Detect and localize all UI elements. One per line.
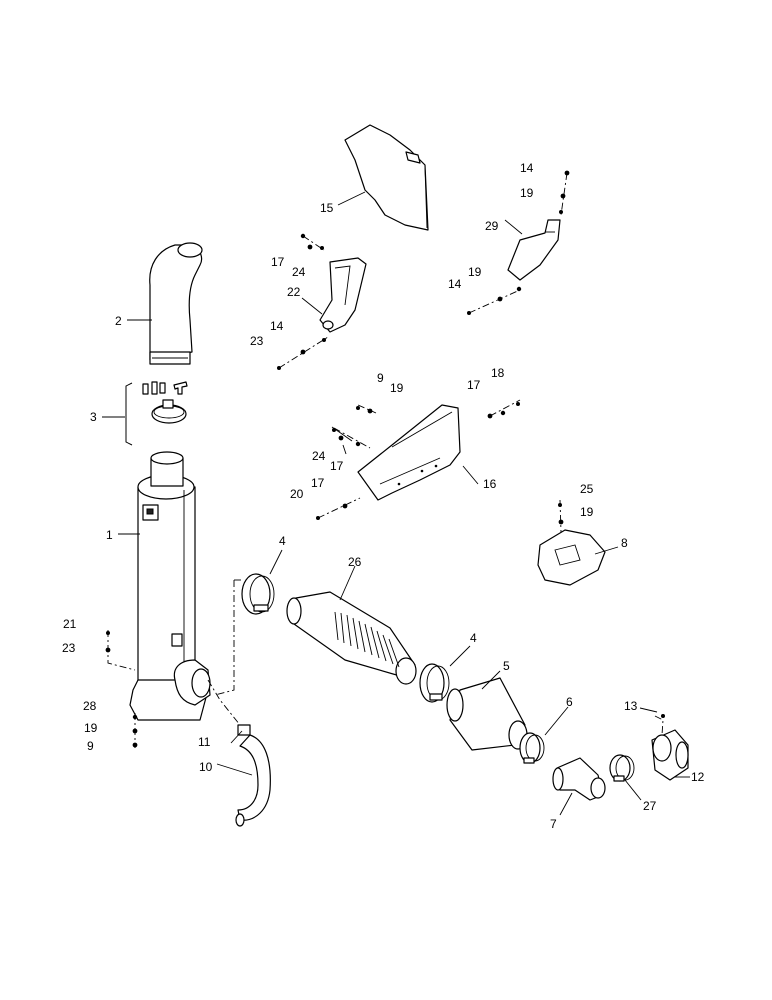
callout-9-upper: 9	[377, 371, 384, 385]
hose-fitting-11	[237, 724, 251, 736]
heat-shield-16	[357, 404, 461, 501]
callout-14-top-right: 14	[520, 161, 534, 175]
callout-8: 8	[621, 536, 628, 550]
callout-1: 1	[106, 528, 113, 542]
callout-19-mid: 19	[390, 381, 404, 395]
callout-22: 22	[287, 285, 301, 299]
fasteners	[105, 170, 665, 748]
callout-18: 18	[491, 366, 505, 380]
callout-25: 25	[580, 482, 594, 496]
flex-hose	[286, 591, 417, 685]
callout-12: 12	[691, 770, 705, 784]
callout-4-lower: 4	[470, 631, 477, 645]
callout-2: 2	[115, 314, 122, 328]
callout-15: 15	[320, 201, 334, 215]
callout-6: 6	[566, 695, 573, 709]
exhaust-pipe	[446, 677, 528, 751]
clamp-6	[519, 732, 545, 764]
callout-19-right: 19	[468, 265, 482, 279]
callout-19-top-right: 19	[520, 186, 534, 200]
pipe-elbow	[552, 757, 606, 801]
callout-14-right: 14	[448, 277, 462, 291]
callout-4-upper: 4	[279, 534, 286, 548]
callout-24-lower: 24	[312, 449, 326, 463]
callout-3: 3	[90, 410, 97, 424]
callout-3-bracket	[125, 382, 133, 446]
callout-13: 13	[624, 699, 638, 713]
callout-10: 10	[199, 760, 213, 774]
callout-24-upper: 24	[292, 265, 306, 279]
callout-17-right: 17	[467, 378, 481, 392]
exhaust-stack-elbow	[149, 242, 203, 365]
assembly-lines	[107, 172, 664, 748]
callout-17-lower: 17	[311, 476, 325, 490]
callout-19-far-right: 19	[580, 505, 594, 519]
callout-labels: 1 2 3 4 4 5 6 7 8 9 9 10 11 12 13 14 14 …	[62, 161, 705, 831]
callout-29: 29	[485, 219, 499, 233]
callout-28: 28	[83, 699, 97, 713]
leader-lines	[102, 191, 690, 816]
callout-9-lower: 9	[87, 739, 94, 753]
callout-26: 26	[348, 555, 362, 569]
callout-14-left: 14	[270, 319, 284, 333]
drain-hose	[235, 734, 271, 827]
callout-5: 5	[503, 659, 510, 673]
callout-17-upper-left: 17	[271, 255, 285, 269]
callout-23-upper: 23	[250, 334, 264, 348]
callout-17-mid: 17	[330, 459, 344, 473]
callout-23-lower: 23	[62, 641, 76, 655]
bracket-22	[319, 257, 367, 333]
callout-19-lower: 19	[84, 721, 98, 735]
callout-7: 7	[550, 817, 557, 831]
heat-shield-upper	[344, 124, 429, 231]
callout-27: 27	[643, 799, 657, 813]
clamp-kit	[142, 381, 188, 424]
callout-21: 21	[63, 617, 77, 631]
bracket-29	[507, 219, 561, 281]
callout-20: 20	[290, 487, 304, 501]
clamp-4-lower	[419, 663, 450, 703]
adapter-12	[651, 729, 689, 781]
clamp-27	[609, 754, 635, 782]
callout-16: 16	[483, 477, 497, 491]
clamp-4-upper	[241, 573, 275, 615]
muffler	[129, 451, 211, 721]
callout-11: 11	[198, 735, 211, 749]
bracket-8	[537, 529, 606, 586]
